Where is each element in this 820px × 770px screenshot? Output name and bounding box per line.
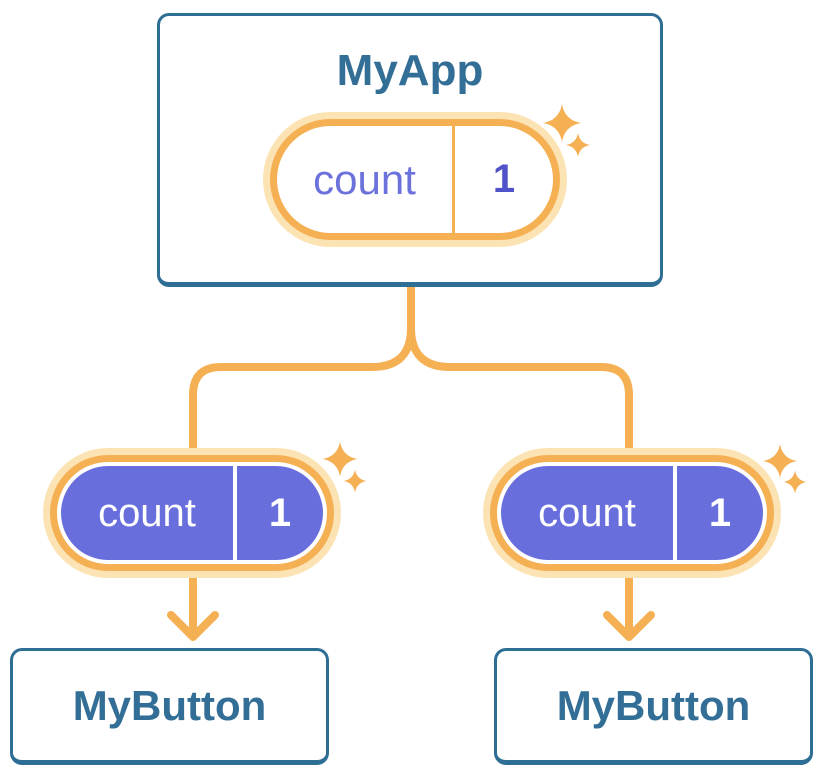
pill-divider [233, 466, 237, 560]
left-branch-line [189, 281, 415, 462]
right-state-pill: count 1 [483, 448, 781, 578]
pill-core: count 1 [497, 462, 767, 564]
pill-core: count 1 [277, 126, 553, 233]
myapp-state-pill: count 1 [263, 112, 567, 247]
state-name: count [538, 490, 636, 535]
mybutton-title: MyButton [72, 681, 267, 729]
left-arrow-down-icon [167, 611, 219, 641]
state-name: count [98, 490, 196, 535]
left-state-pill: count 1 [43, 448, 341, 578]
state-value: 1 [708, 490, 732, 535]
state-value: 1 [492, 157, 516, 201]
state-name: count [313, 155, 416, 203]
pill-divider [452, 126, 455, 233]
myapp-title: MyApp [336, 46, 484, 95]
left-mybutton-card: MyButton [10, 648, 329, 765]
mybutton-title: MyButton [556, 681, 751, 729]
pill-fill: count 1 [61, 466, 323, 560]
state-value: 1 [268, 490, 292, 535]
pill-core: count 1 [57, 462, 327, 564]
pill-divider [673, 466, 677, 560]
pill-ring: count 1 [490, 455, 774, 571]
pill-fill: count 1 [501, 466, 763, 560]
right-arrow-down-icon [603, 611, 655, 641]
right-branch-line [407, 281, 633, 462]
pill-ring: count 1 [50, 455, 334, 571]
pill-ring: count 1 [270, 119, 560, 240]
right-mybutton-card: MyButton [494, 648, 813, 765]
